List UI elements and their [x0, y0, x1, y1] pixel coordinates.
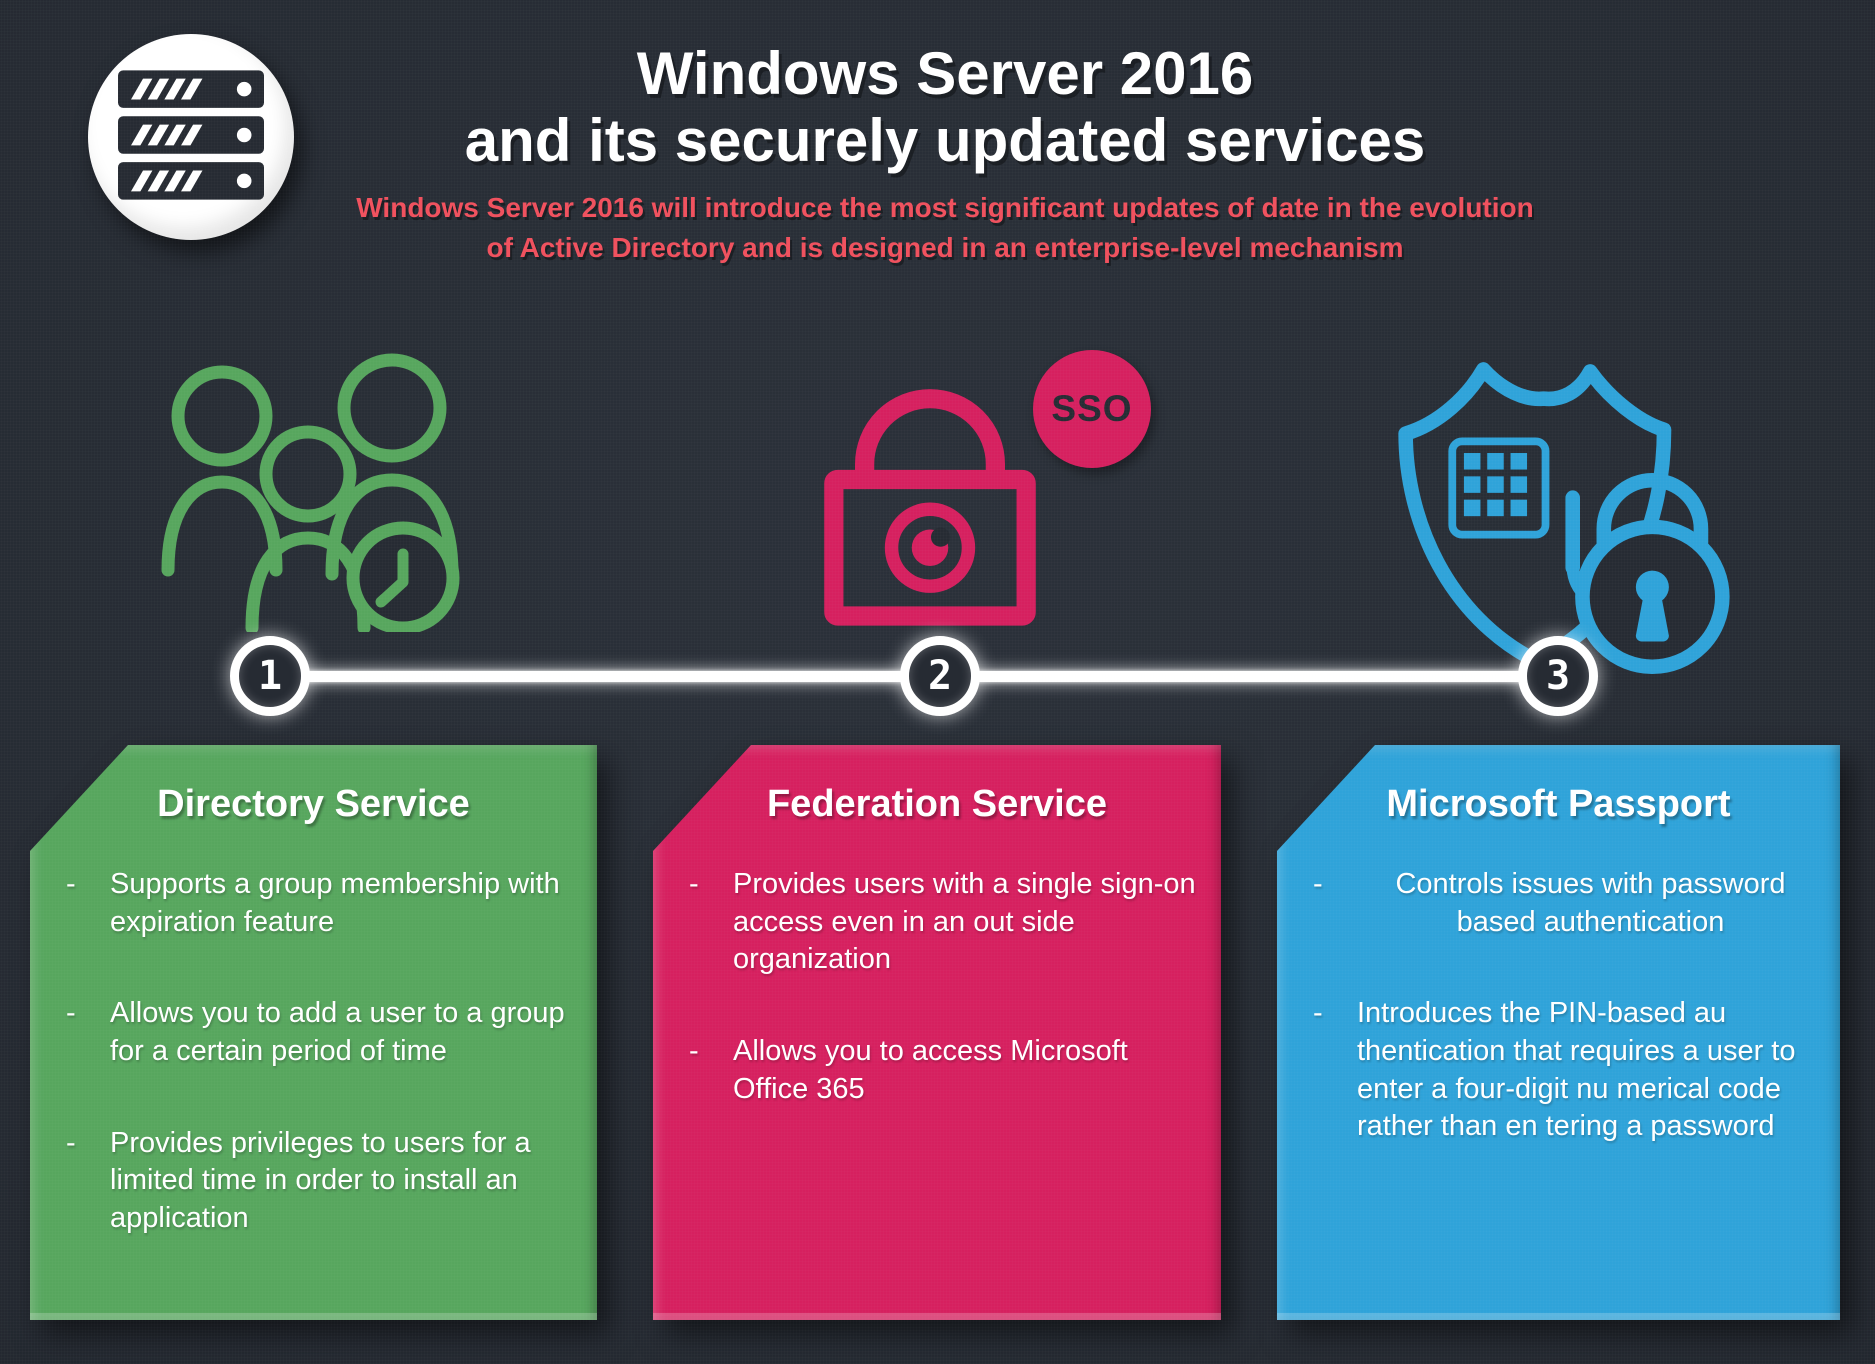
timeline-step-3: 3 [1518, 636, 1598, 716]
bullet-dash: - [66, 1126, 76, 1159]
server-rack-icon [118, 69, 264, 205]
subtitle-line-2: of Active Directory and is designed in a… [486, 231, 1404, 263]
page-subtitle: Windows Server 2016 will introduce the m… [250, 188, 1640, 266]
card-directory-service: Directory Service - Supports a group mem… [30, 745, 597, 1320]
card-directory-service-bullets: - Supports a group membership with expir… [30, 866, 597, 1238]
card-directory-service-title: Directory Service [157, 783, 470, 825]
card-federation-service: Federation Service - Provides users with… [653, 745, 1221, 1320]
card-federation-service-title: Federation Service [766, 783, 1108, 825]
timeline-step-1-number: 1 [257, 653, 283, 699]
bullet-item: - Allows you to access Microsoft Office … [689, 1033, 1205, 1108]
title-line-1: Windows Server 2016 [636, 40, 1254, 107]
bullet-text: Allows you to access Microsoft Office 36… [733, 1035, 1128, 1105]
bullet-text: Supports a group membership with expirat… [110, 868, 560, 938]
card-microsoft-passport-bullets: - Controls issues with password based au… [1277, 866, 1840, 1146]
timeline-step-1: 1 [230, 636, 310, 716]
timeline-step-2-number: 2 [927, 653, 953, 699]
card-federation-service-bullets: - Provides users with a single sign-on a… [653, 866, 1221, 1108]
users-group-clock-icon [160, 352, 480, 637]
bullet-text: Allows you to add a user to a group for … [110, 997, 565, 1068]
subtitle-line-1: Windows Server 2016 will introduce the m… [356, 192, 1534, 224]
card-microsoft-passport-title: Microsoft Passport [1386, 783, 1731, 825]
bullet-item: - Supports a group membership with expir… [66, 866, 581, 941]
card-microsoft-passport: Microsoft Passport - Controls issues wit… [1277, 745, 1840, 1320]
header: Windows Server 2016 and its securely upd… [250, 40, 1640, 267]
bullet-item: - Provides privileges to users for a lim… [66, 1125, 581, 1238]
bullet-dash: - [689, 868, 699, 900]
bullet-item: - Introduces the PIN-based au thenticati… [1313, 995, 1824, 1146]
bullet-text: Provides privileges to users for a limit… [110, 1126, 531, 1235]
bullet-item: - Allows you to add a user to a group fo… [66, 995, 581, 1070]
bullet-text: Introduces the PIN-based au thentication… [1357, 997, 1796, 1143]
bullet-dash: - [66, 868, 76, 900]
bullet-dash: - [66, 997, 76, 1030]
bullet-text: Controls issues with password based auth… [1395, 868, 1786, 938]
title-line-2: and its securely updated services [464, 107, 1426, 175]
bullet-text: Provides users with a single sign-on acc… [733, 868, 1196, 976]
sso-badge-label: SSO [1051, 388, 1133, 429]
sso-badge: SSO [1033, 350, 1151, 468]
bullet-dash: - [1313, 997, 1323, 1030]
timeline-step-2: 2 [900, 636, 980, 716]
bullet-item: - Provides users with a single sign-on a… [689, 866, 1205, 979]
page-title: Windows Server 2016 and its securely upd… [250, 40, 1640, 174]
bullet-item: - Controls issues with password based au… [1313, 866, 1824, 941]
shield-pin-lock-icon [1388, 352, 1738, 697]
bullet-dash: - [1313, 868, 1323, 900]
timeline-step-3-number: 3 [1545, 653, 1571, 699]
padlock-sso-icon [805, 356, 1055, 631]
bullet-dash: - [689, 1035, 699, 1068]
server-logo-badge [88, 34, 294, 240]
